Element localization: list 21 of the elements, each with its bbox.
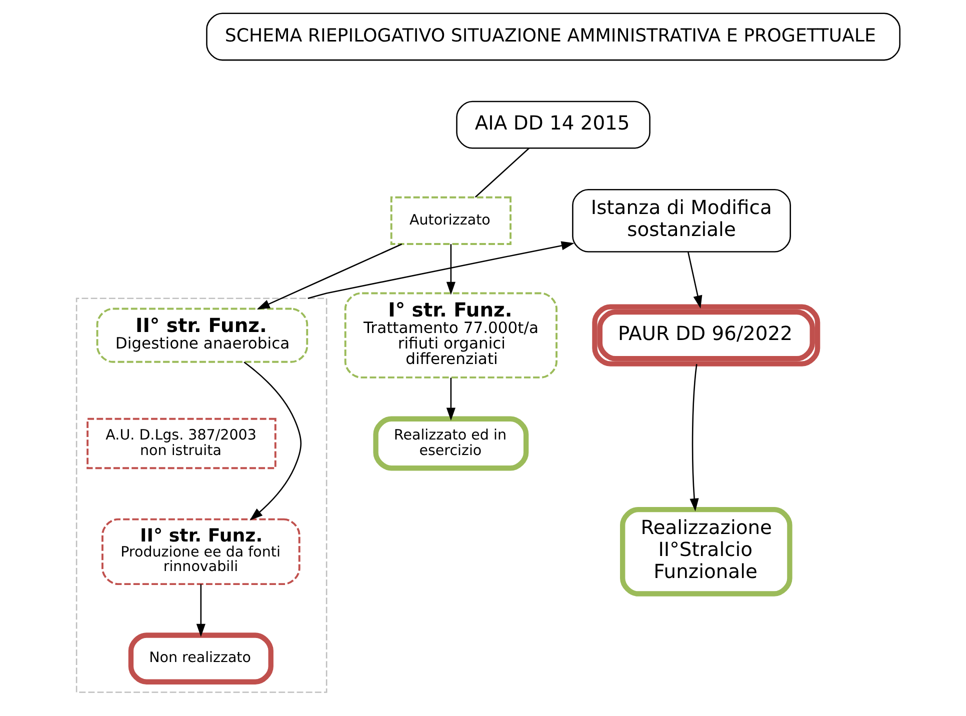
arrow xyxy=(446,378,456,421)
node-box: Istanza di Modifica sostanziale xyxy=(572,188,791,252)
arrow xyxy=(196,584,206,637)
node-box: II° str. Funz. Digestione anaerobica xyxy=(96,308,308,363)
arrow xyxy=(256,244,402,310)
node-box: PAUR DD 96/2022 xyxy=(592,304,820,366)
node-box: II° str. Funz. Produzione ee da fonti rinnovabili xyxy=(101,518,300,586)
arrow xyxy=(690,364,699,512)
node-box: Non realizzato xyxy=(128,632,274,684)
connector xyxy=(474,148,530,198)
arrow xyxy=(244,362,302,520)
node-box: Realizzazione II°Stralcio Funzionale xyxy=(620,506,792,596)
arrow xyxy=(688,252,702,309)
node-box: I° str. Funz. Trattamento 77.000t/a rifiuti organici differenziati xyxy=(344,292,558,378)
node-box: Autorizzato xyxy=(390,196,512,245)
node-box: A.U. D.Lgs. 387/2003 non istruita xyxy=(86,418,276,470)
node-box: AIA DD 14 2015 xyxy=(456,100,650,149)
node-box: Realizzato ed in esercizio xyxy=(373,416,529,471)
arrow xyxy=(308,241,574,300)
node-box: SCHEMA RIEPILOGATIVO SITUAZIONE AMMINISTRATIVA E PROGETTUALE xyxy=(206,12,900,61)
arrow xyxy=(446,244,456,295)
